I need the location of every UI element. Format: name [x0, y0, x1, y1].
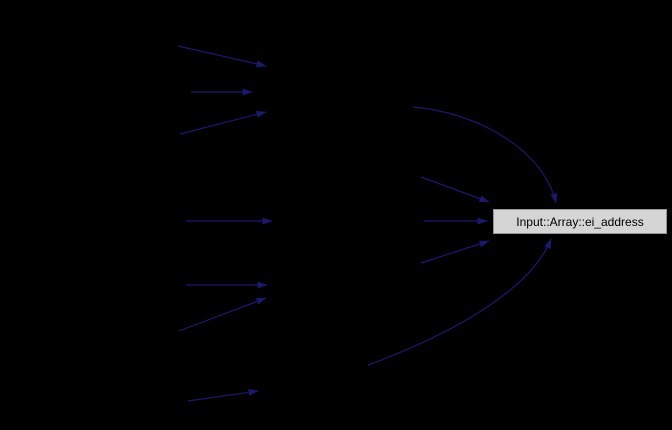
- call-edge: [179, 110, 267, 135]
- call-edge: [367, 238, 552, 366]
- call-edge: [412, 106, 558, 204]
- call-edge: [187, 388, 259, 402]
- graph-node-ei-address[interactable]: Input::Array::ei_address: [493, 209, 667, 234]
- call-edge: [420, 176, 490, 203]
- call-edge: [177, 45, 267, 68]
- graph-node-label: Input::Array::ei_address: [516, 214, 644, 229]
- call-edge: [178, 297, 267, 332]
- call-edge: [420, 240, 490, 264]
